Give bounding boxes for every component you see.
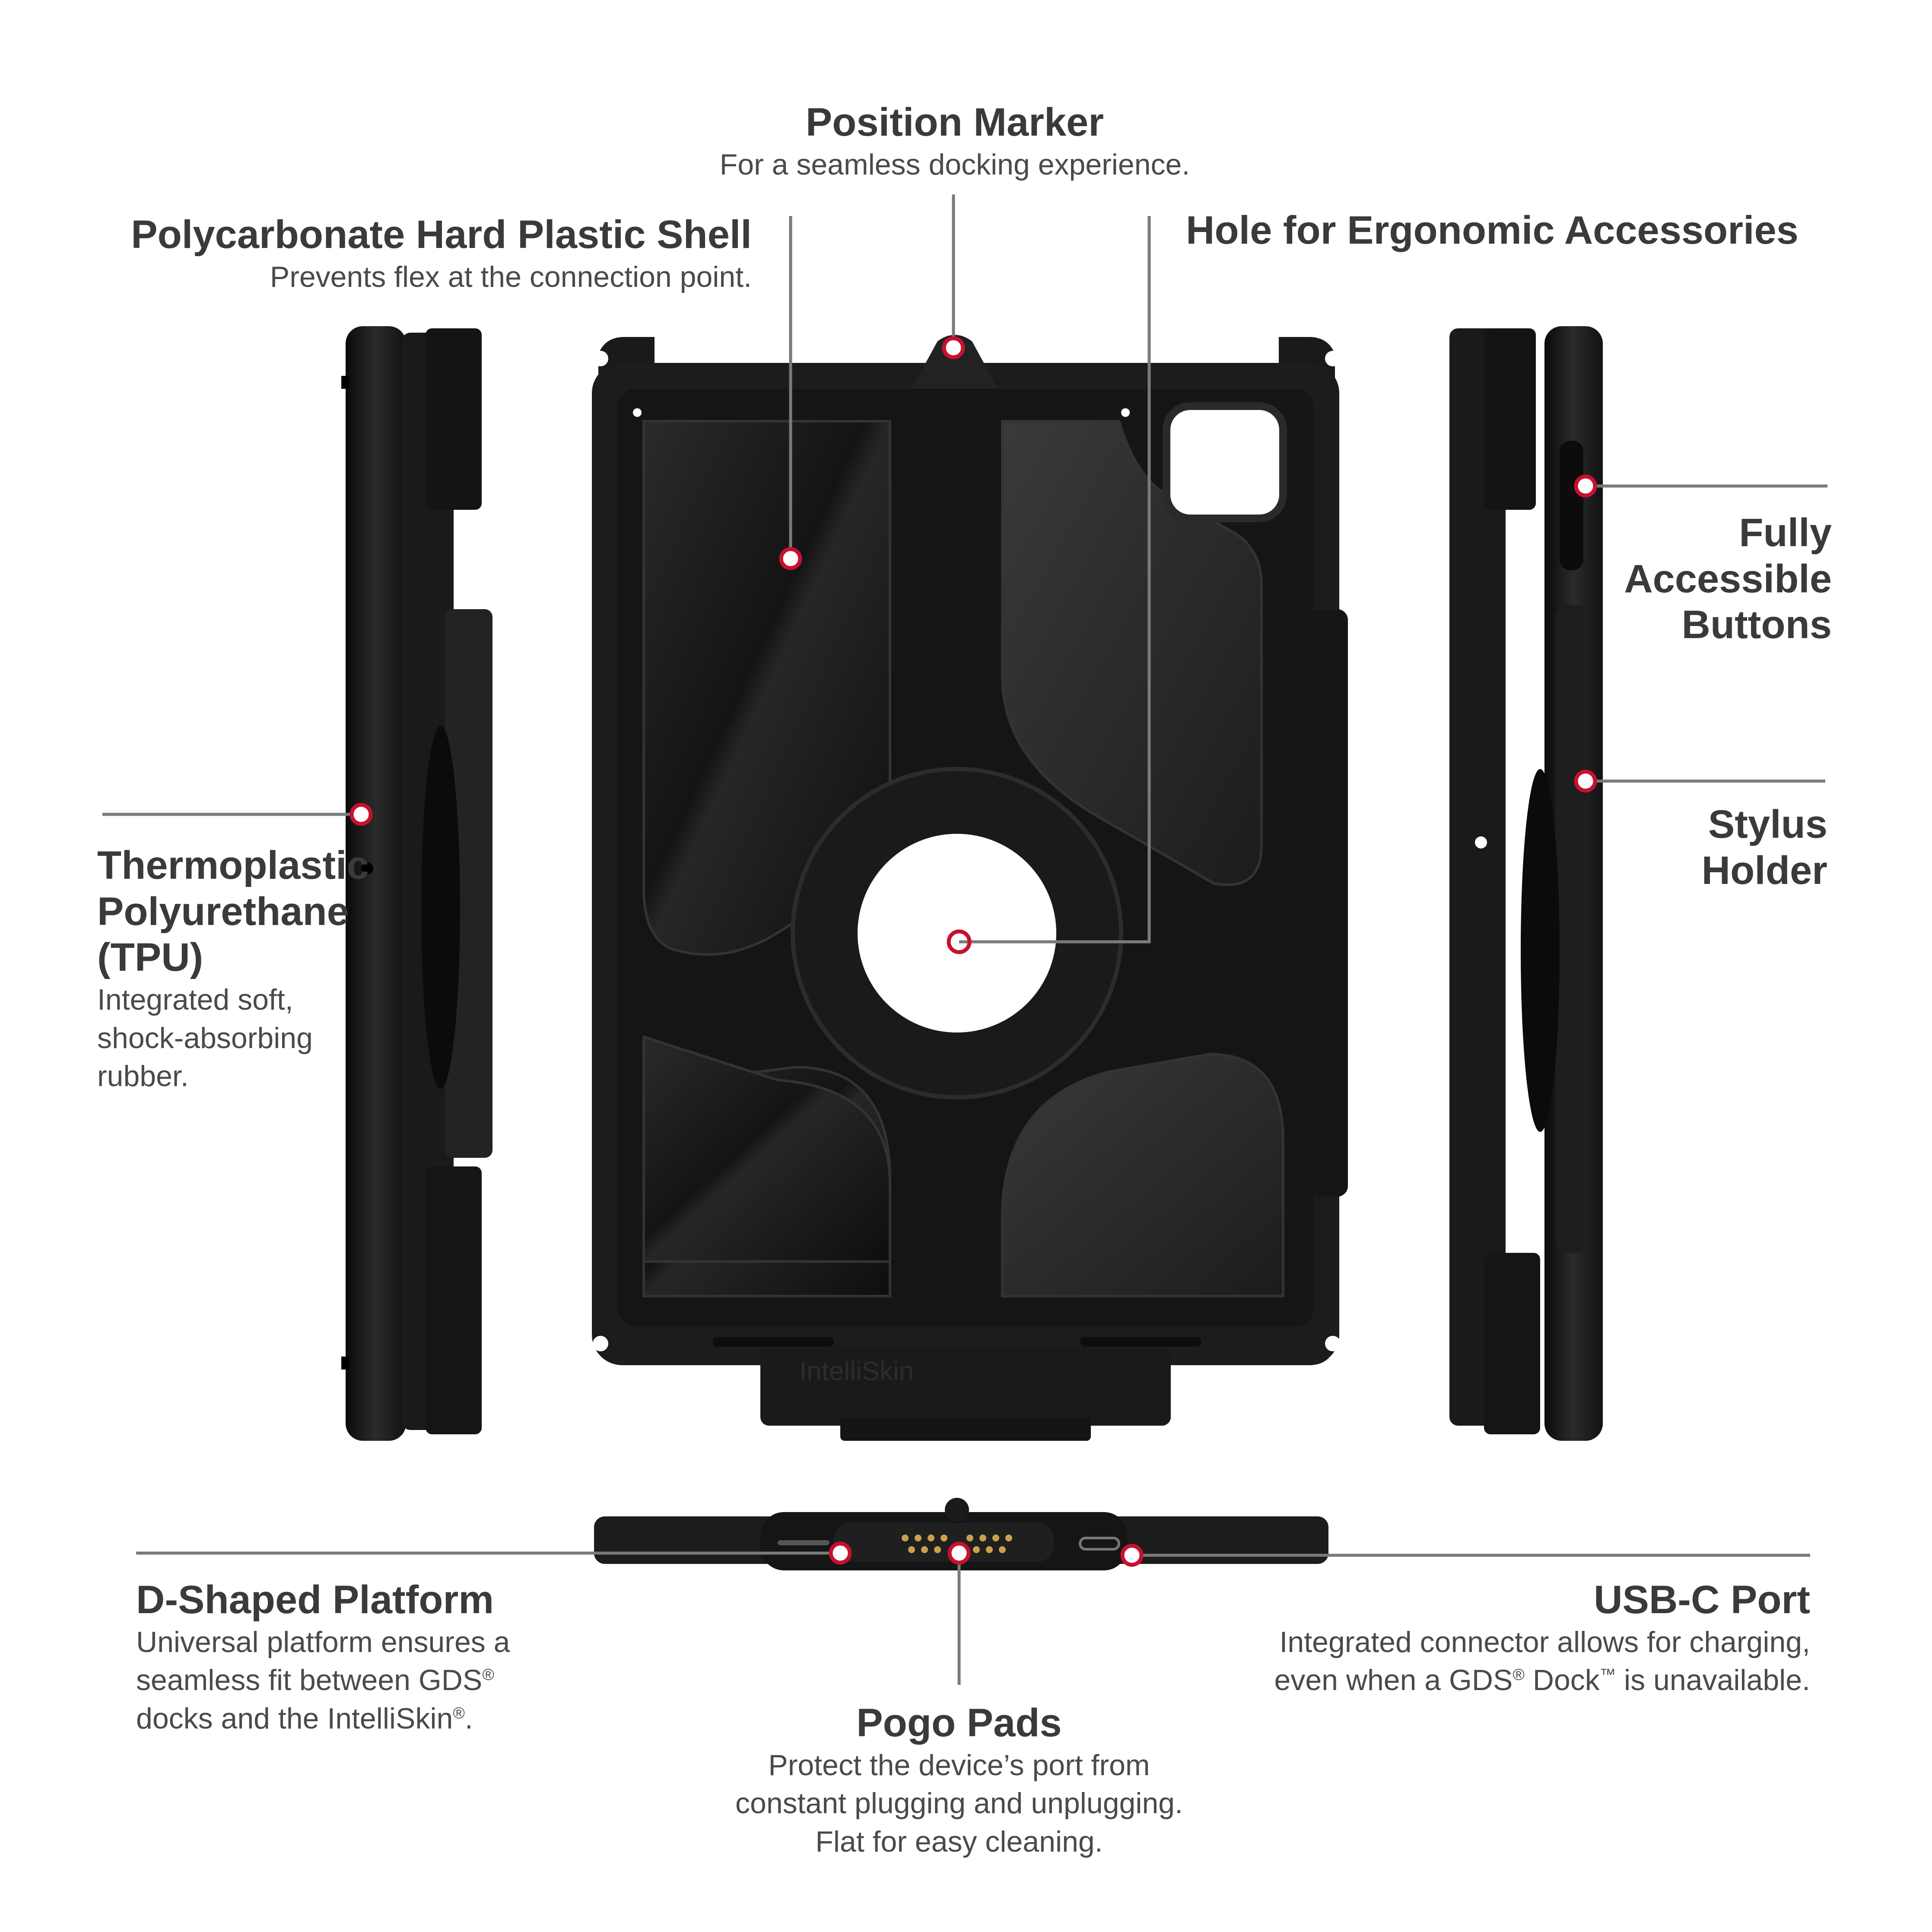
tpu-title-line-3: (TPU): [97, 935, 203, 980]
d-platform-title: D-Shaped Platform: [136, 1578, 494, 1622]
buttons-title-line-1: Fully: [1739, 511, 1832, 555]
tpu-desc-line-1: Integrated soft,: [97, 983, 293, 1017]
usbc-title: USB-C Port: [1594, 1578, 1810, 1622]
shell-title: Polycarbonate Hard Plastic Shell: [131, 213, 752, 257]
usbc-desc-line-2: even when a GDS® Dock™ is unavailable.: [1274, 1664, 1811, 1697]
marker-hole: [947, 929, 972, 954]
callout-usbc: USB-C Port Integrated connector allows f…: [1184, 1577, 1811, 1700]
callout-position-marker: Position Marker For a seamless docking e…: [691, 99, 1218, 184]
pogo-desc-line-2: constant plugging and unplugging.: [735, 1787, 1183, 1820]
intelliskin-logo-text: IntelliSkin: [799, 1357, 914, 1386]
buttons-title-line-3: Buttons: [1681, 603, 1832, 647]
marker-buttons: [1574, 474, 1597, 498]
position-marker-title: Position Marker: [805, 100, 1104, 144]
callout-pogo: Pogo Pads Protect the device’s port from…: [674, 1700, 1244, 1861]
marker-shell: [779, 547, 802, 570]
position-marker-desc: For a seamless docking experience.: [719, 148, 1190, 181]
d-platform-desc-line-1: Universal platform ensures a: [136, 1625, 510, 1659]
stylus-title-line-2: Holder: [1701, 848, 1827, 893]
pogo-title: Pogo Pads: [856, 1701, 1062, 1745]
callout-buttons: Fully Accessible Buttons: [1598, 510, 1832, 648]
usbc-desc-line-1: Integrated connector allows for charging…: [1279, 1625, 1810, 1659]
pogo-desc-line-3: Flat for easy cleaning.: [815, 1825, 1103, 1858]
shell-desc: Prevents flex at the connection point.: [270, 260, 752, 293]
tpu-title-line-1: Thermoplastic: [97, 843, 369, 887]
marker-stylus: [1574, 769, 1597, 793]
marker-tpu: [350, 803, 373, 826]
stylus-title-line-1: Stylus: [1708, 802, 1827, 846]
callout-d-platform: D-Shaped Platform Universal platform ens…: [136, 1577, 611, 1738]
marker-pogo: [947, 1541, 971, 1565]
pogo-desc-line-1: Protect the device’s port from: [768, 1748, 1150, 1782]
callout-hole: Hole for Ergonomic Accessories: [1186, 207, 1834, 254]
marker-position: [942, 336, 965, 359]
center-case-view: IntelliSkin: [592, 335, 1348, 1441]
tpu-title-line-2: Polyurethane: [97, 889, 349, 934]
left-side-view: [341, 326, 493, 1441]
d-platform-desc-line-2: seamless fit between GDS®: [136, 1664, 494, 1697]
tpu-desc-line-3: rubber.: [97, 1059, 189, 1093]
callout-stylus: Stylus Holder: [1642, 801, 1827, 893]
d-platform-desc-line-3: docks and the IntelliSkin®.: [136, 1702, 473, 1735]
marker-usbc: [1120, 1544, 1144, 1567]
callout-shell: Polycarbonate Hard Plastic Shell Prevent…: [86, 212, 752, 296]
buttons-title-line-2: Accessible: [1624, 556, 1832, 601]
right-side-view: [1449, 326, 1603, 1441]
leader-lines: [102, 194, 1827, 1685]
marker-d-platform: [829, 1541, 852, 1565]
hole-title: Hole for Ergonomic Accessories: [1186, 208, 1799, 252]
marker-dots: [350, 336, 1597, 1567]
tpu-desc-line-2: shock-absorbing: [97, 1021, 313, 1055]
callout-tpu: Thermoplastic Polyurethane (TPU) Integra…: [97, 842, 369, 1095]
